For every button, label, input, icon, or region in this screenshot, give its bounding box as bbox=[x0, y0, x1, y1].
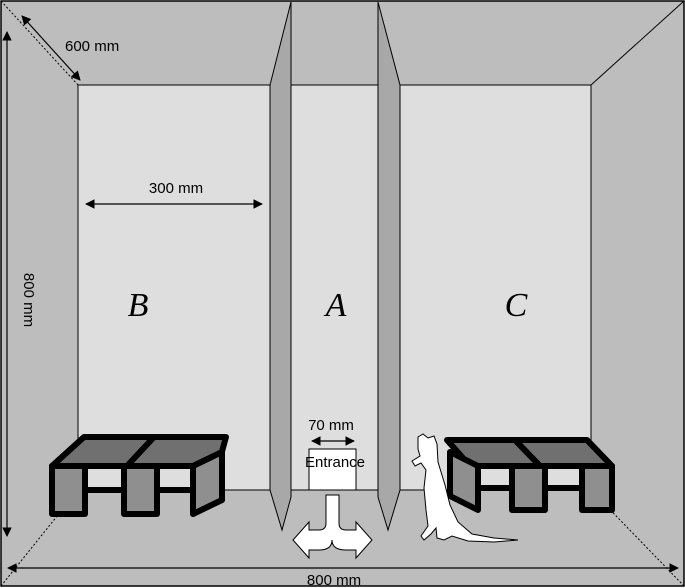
compartment-label-a: A bbox=[324, 287, 347, 324]
stool-left-front-left bbox=[49, 463, 88, 517]
entrance-width-label: 70 mm bbox=[308, 417, 354, 434]
height-label: 800 mm bbox=[20, 273, 37, 327]
dimension-annotations: 600 mm 300 mm 800 mm 800 mm bbox=[2, 15, 679, 588]
stool-right-front-left bbox=[447, 449, 481, 513]
partition-right bbox=[377, 1, 401, 532]
ferret-silhouette-icon bbox=[411, 433, 519, 543]
stools-right bbox=[444, 437, 615, 513]
entrance: Entrance 70 mm bbox=[292, 417, 373, 560]
entrance-door bbox=[308, 448, 357, 491]
corner-edge-top-right bbox=[590, 0, 685, 86]
compartment-width-label: 300 mm bbox=[149, 180, 203, 197]
depth-arrow bbox=[21, 15, 81, 81]
partitions bbox=[269, 1, 401, 532]
stools-left bbox=[49, 434, 229, 517]
compartment-label-c: C bbox=[505, 287, 528, 324]
three-way-arrow-icon bbox=[292, 494, 373, 560]
partition-left bbox=[269, 1, 292, 532]
width-label: 800 mm bbox=[307, 572, 361, 588]
stool-left-front-right bbox=[190, 449, 225, 517]
back-wall bbox=[77, 84, 592, 491]
stool-left-front-mid bbox=[121, 463, 160, 517]
entrance-label: Entrance bbox=[305, 454, 365, 471]
compartment-labels: B A C bbox=[128, 287, 528, 324]
compartment-label-b: B bbox=[128, 287, 149, 324]
depth-label: 600 mm bbox=[65, 38, 119, 55]
stool-right-front-mid bbox=[509, 463, 548, 513]
stool-right-front-right bbox=[579, 463, 615, 513]
